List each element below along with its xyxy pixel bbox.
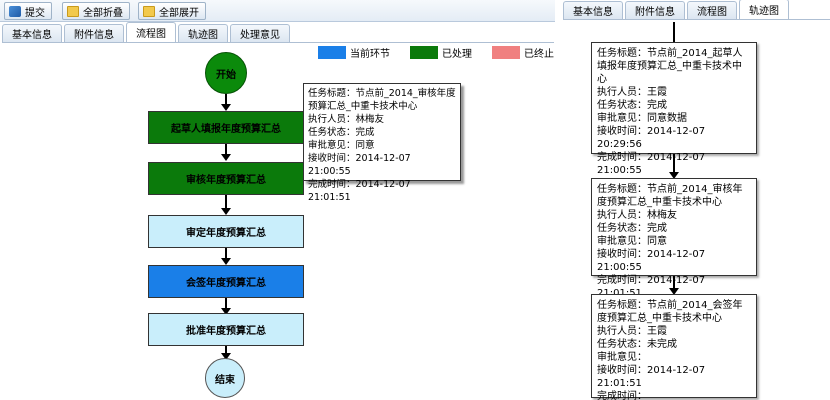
track-card: 任务标题：节点前_2014_审核年度预算汇总_中重卡技术中心 执行人员：林梅友 …: [591, 178, 757, 299]
tab-track[interactable]: 轨迹图: [739, 0, 789, 19]
flow-end-label: 结束: [215, 374, 235, 386]
track-arrow: [669, 288, 679, 295]
track-card: 任务标题：节点前_2014_会签年度预算汇总_中重卡技术中心 执行人员：王霞 任…: [591, 294, 757, 400]
flow-arrow: [221, 353, 231, 360]
track-card: 任务标题：节点前_2014_起草人填报年度预算汇总_中重卡技术中心 执行人员：王…: [591, 42, 757, 176]
flow-arrow: [221, 258, 231, 265]
flow-connector: [225, 298, 227, 311]
track-line-text: 任务状态：完成: [597, 100, 667, 111]
track-line-text: 完成时间：2014-12-07 21:00:55: [597, 152, 706, 176]
expand-all-button[interactable]: 全部展开: [138, 2, 206, 20]
track-line-text: 审批意见：同意数据: [597, 113, 687, 124]
flow-arrow: [221, 104, 231, 111]
left-tab-bar: 基本信息 附件信息 流程图 轨迹图 处理意见: [2, 22, 554, 43]
tab-attachments[interactable]: 附件信息: [64, 24, 124, 42]
flow-step-draft[interactable]: 起草人填报年度预算汇总: [148, 111, 304, 144]
tooltip-line: 审批意见：同意: [308, 140, 375, 151]
flow-connector: [225, 195, 227, 210]
flow-step-final-approve[interactable]: 批准年度预算汇总: [148, 313, 304, 346]
tooltip-line: 完成时间：2014-12-07 21:01:51: [308, 179, 411, 203]
legend-label-done: 已处理: [442, 49, 472, 60]
flow-step-review[interactable]: 审核年度预算汇总: [148, 162, 304, 195]
track-line-text: 执行人员：林梅友: [597, 210, 677, 221]
tab-opinions[interactable]: 处理意见: [230, 24, 290, 42]
folder-icon: [67, 5, 79, 17]
track-line-text: 任务状态：完成: [597, 223, 667, 234]
track-line-text: 接收时间：2014-12-07 21:01:51: [597, 365, 706, 389]
tab-attachments[interactable]: 附件信息: [625, 1, 685, 19]
flow-connector: [225, 248, 227, 261]
flow-end-node[interactable]: 结束: [205, 358, 245, 398]
tab-flowchart[interactable]: 流程图: [687, 1, 737, 19]
collapse-all-button[interactable]: 全部折叠: [62, 2, 130, 20]
track-line-text: 执行人员：王霞: [597, 326, 667, 337]
tooltip-line: 预算汇总_中重卡技术中心: [308, 101, 418, 112]
track-arrow: [669, 172, 679, 179]
tab-basic-info[interactable]: 基本信息: [563, 1, 623, 19]
track-line-text: 审批意见：同意: [597, 236, 667, 247]
legend-swatch-terminated: [492, 46, 520, 59]
tooltip-line: 任务标题：节点前_2014_审核年度: [308, 88, 456, 99]
flow-step-label: 会签年度预算汇总: [186, 278, 266, 289]
flow-step-label: 审定年度预算汇总: [186, 228, 266, 239]
flow-connector: [225, 94, 227, 107]
tab-track[interactable]: 轨迹图: [178, 24, 228, 42]
legend-swatch-done: [410, 46, 438, 59]
track-connector: [673, 276, 675, 293]
tooltip-line: 执行人员：林梅友: [308, 114, 385, 125]
track-line-text: 审批意见：: [597, 352, 647, 363]
submit-icon: [9, 5, 21, 17]
flow-step-label: 审核年度预算汇总: [186, 175, 266, 186]
legend-label-current: 当前环节: [350, 49, 390, 60]
flow-arrow: [221, 154, 231, 161]
track-line-text: 任务标题：节点前_2014_审核年度预算汇总_中重卡技术中心: [597, 184, 743, 208]
track-line-text: 任务状态：未完成: [597, 339, 677, 350]
folder-icon: [143, 5, 155, 17]
expand-all-label: 全部展开: [159, 7, 199, 19]
track-line-text: 任务标题：节点前_2014_会签年度预算汇总_中重卡技术中心: [597, 300, 743, 324]
track-line-text: 执行人员：王霞: [597, 87, 667, 98]
submit-label: 提交: [25, 7, 45, 19]
toolbar: 提交 全部折叠 全部展开: [0, 0, 555, 22]
flow-connector: [225, 346, 227, 356]
track-line-text: 任务标题：节点前_2014_起草人填报年度预算汇总_中重卡技术中心: [597, 48, 743, 85]
track-line-text: 接收时间：2014-12-07 20:29:56: [597, 126, 706, 150]
track-line-text: 完成时间：2014-12-07 21:01:51: [597, 275, 706, 299]
flow-step-label: 起草人填报年度预算汇总: [171, 124, 281, 135]
tooltip-line: 任务状态：完成: [308, 127, 375, 138]
flow-start-node[interactable]: 开始: [205, 52, 247, 94]
flow-connector: [225, 144, 227, 157]
right-tab-bar: 基本信息 附件信息 流程图 轨迹图: [563, 0, 830, 20]
flow-arrow: [221, 308, 231, 315]
tab-basic-info[interactable]: 基本信息: [2, 24, 62, 42]
tab-flowchart[interactable]: 流程图: [126, 22, 176, 42]
step-detail-tooltip: 任务标题：节点前_2014_审核年度 预算汇总_中重卡技术中心 执行人员：林梅友…: [303, 83, 461, 203]
flow-step-countersign[interactable]: 会签年度预算汇总: [148, 265, 304, 298]
track-connector: [673, 22, 675, 42]
collapse-all-label: 全部折叠: [83, 7, 123, 19]
legend: 当前环节 已处理 已终止: [318, 45, 574, 60]
track-line-text: 接收时间：2014-12-07 21:00:55: [597, 249, 706, 273]
track-line-text: 完成时间：: [597, 391, 647, 400]
submit-button[interactable]: 提交: [4, 2, 52, 20]
flow-step-approve-annual[interactable]: 审定年度预算汇总: [148, 215, 304, 248]
track-connector: [673, 154, 675, 176]
flow-arrow: [221, 208, 231, 215]
flow-step-label: 批准年度预算汇总: [186, 326, 266, 337]
legend-label-terminated: 已终止: [524, 49, 554, 60]
flow-start-label: 开始: [216, 69, 236, 81]
tooltip-line: 接收时间：2014-12-07 21:00:55: [308, 153, 411, 177]
legend-swatch-current: [318, 46, 346, 59]
